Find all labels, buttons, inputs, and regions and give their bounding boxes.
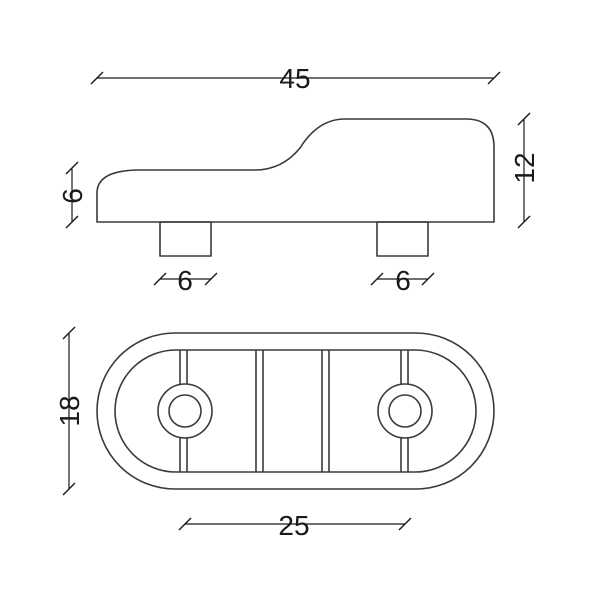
right-hole <box>388 394 422 428</box>
right-peg-label: 6 <box>395 265 411 296</box>
left-boss-outer <box>157 383 213 439</box>
left-peg <box>159 221 212 257</box>
inner-outline <box>114 349 477 473</box>
left-hole <box>168 394 202 428</box>
dimension-hole-spacing: 25 <box>178 510 412 541</box>
side-view-body <box>96 118 495 223</box>
front-height-label: 6 <box>57 188 88 204</box>
side-view <box>96 118 495 257</box>
bottom-view <box>96 332 495 490</box>
hole-spacing-label: 25 <box>278 510 309 541</box>
bottom-width-label: 18 <box>54 395 85 426</box>
dimension-right-peg: 6 <box>370 265 435 296</box>
left-peg-label: 6 <box>177 265 193 296</box>
right-peg <box>376 221 429 257</box>
dimension-left-peg: 6 <box>153 265 218 296</box>
overall-height-label: 12 <box>509 152 540 183</box>
right-boss-outer <box>377 383 433 439</box>
dimension-bottom-width: 18 <box>54 326 85 496</box>
dimension-front-height: 6 <box>57 161 88 229</box>
overall-length-label: 45 <box>279 63 310 94</box>
dimension-overall-height: 12 <box>509 112 540 229</box>
dimension-overall-length: 45 <box>90 63 501 94</box>
outer-outline <box>96 332 495 490</box>
